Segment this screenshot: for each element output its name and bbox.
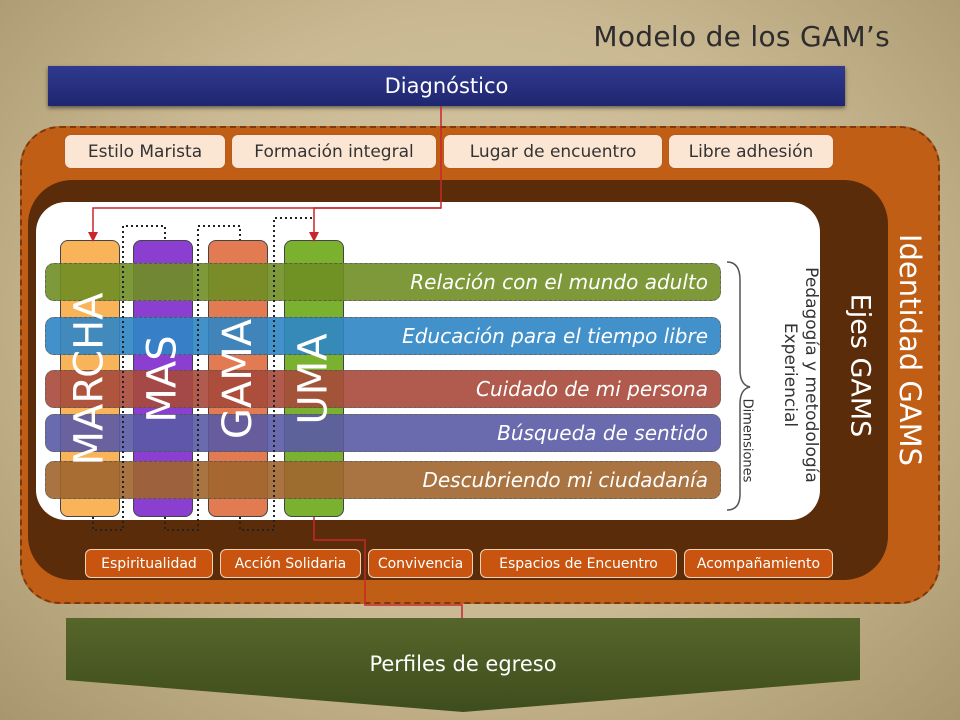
dimension-label: Descubriendo mi ciudadanía (422, 468, 708, 492)
diagnostico-connector (92, 106, 442, 240)
tag-espiritualidad: Espiritualidad (85, 549, 213, 578)
dimensiones-brace (726, 261, 751, 511)
tag-acompanamiento: Acompañamiento (684, 549, 833, 578)
dimension-label: Búsqueda de sentido (497, 421, 708, 445)
dimension-band: Educación para el tiempo libre (45, 317, 721, 355)
tag-convivencia: Convivencia (368, 549, 473, 578)
stage-connector-dotted (92, 225, 166, 531)
dimension-label: Educación para el tiempo libre (402, 324, 708, 348)
dimension-label: Cuidado de mi persona (475, 377, 708, 401)
perfiles-connector (313, 517, 463, 628)
tag-libre-adhesion: Libre adhesión (668, 134, 834, 169)
perfiles-arrow (66, 618, 860, 712)
page-title: Modelo de los GAM’s (593, 20, 890, 53)
dimension-band: Búsqueda de sentido (45, 414, 721, 452)
arrow-head (309, 232, 319, 242)
tag-espacios-encuentro: Espacios de Encuentro (480, 549, 677, 578)
tag-formacion-integral: Formación integral (231, 134, 437, 169)
tag-estilo-marista: Estilo Marista (64, 134, 226, 169)
dimension-band: Relación con el mundo adulto (45, 263, 721, 301)
tag-lugar-encuentro: Lugar de encuentro (443, 134, 663, 169)
tag-accion-solidaria: Acción Solidaria (220, 549, 361, 578)
diagnostico-box: Diagnóstico (48, 66, 845, 106)
dimension-band: Descubriendo mi ciudadanía (45, 461, 721, 499)
dimension-label: Relación con el mundo adulto (410, 270, 708, 294)
stage-connector-dotted (164, 225, 241, 531)
perfiles-label: Perfiles de egreso (369, 652, 557, 676)
dimension-band: Cuidado de mi persona (45, 370, 721, 408)
arrow-head (88, 232, 98, 242)
diagnostico-label: Diagnóstico (384, 74, 509, 98)
diagnostico-connector-uma (313, 207, 441, 240)
stage-connector-dotted (239, 217, 314, 531)
